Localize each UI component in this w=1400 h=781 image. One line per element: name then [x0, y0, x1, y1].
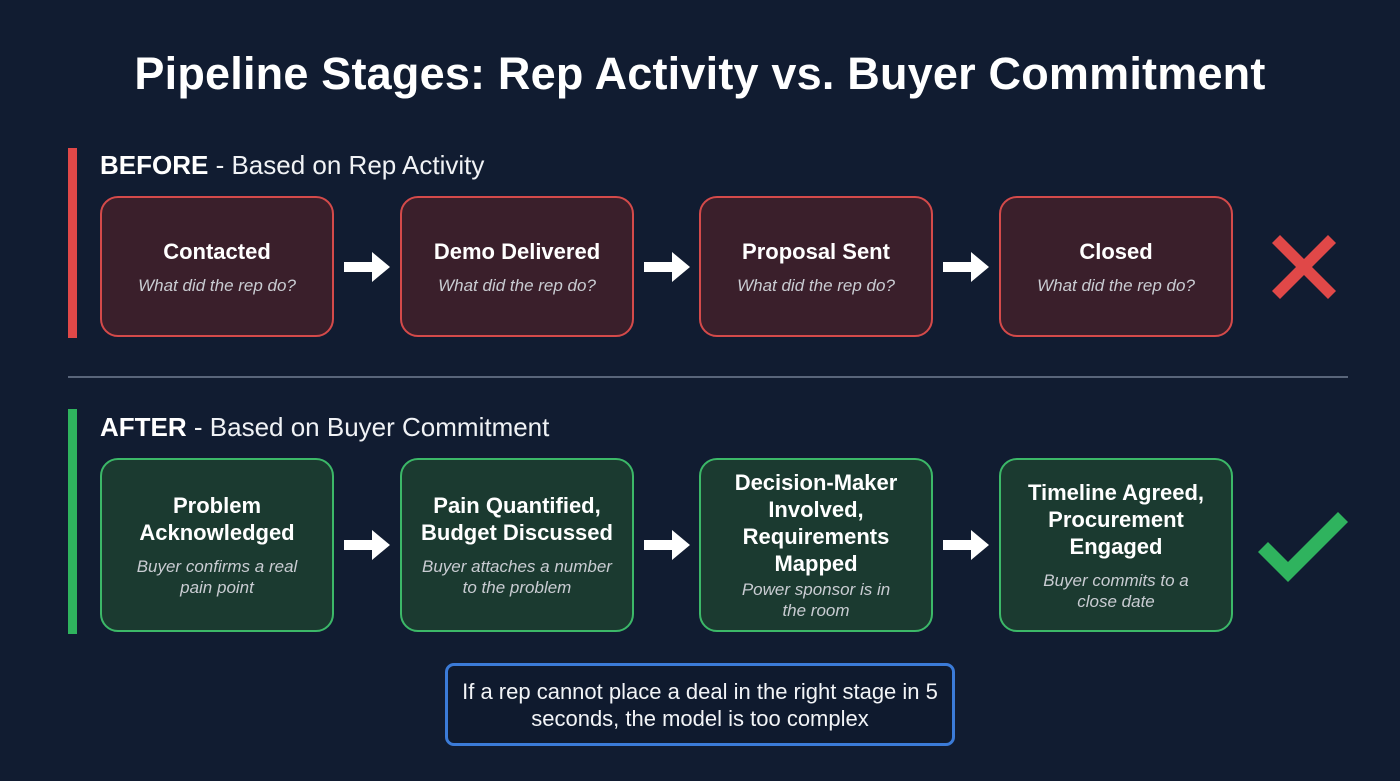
arrow-right-icon [644, 530, 690, 560]
before-accent-bar [68, 148, 77, 338]
after-stage-card: Timeline Agreed, Procurement Engaged Buy… [999, 458, 1233, 632]
stage-subtitle: Buyer commits to a close date [1043, 570, 1189, 611]
stage-subtitle: Buyer confirms a real pain point [136, 557, 298, 597]
after-accent-bar [68, 409, 77, 634]
stage-subtitle: Power sponsor is in the room [741, 580, 891, 620]
stage-title: Demo Delivered [433, 238, 601, 264]
before-label-rest: - Based on Rep Activity [208, 150, 485, 180]
page-title: Pipeline Stages: Rep Activity vs. Buyer … [134, 48, 1266, 99]
before-heading: BEFORE - Based on Rep Activity [100, 150, 484, 181]
stage-subtitle: Buyer attaches a number to the problem [422, 557, 612, 597]
stage-title: Closed [1079, 238, 1153, 264]
after-label-rest: - Based on Buyer Commitment [186, 412, 550, 442]
stage-title: Decision-Maker Involved, Requirements Ma… [734, 470, 898, 576]
section-divider [68, 376, 1348, 378]
callout-box: If a rep cannot place a deal in the righ… [445, 663, 955, 746]
x-mark-icon [1272, 235, 1336, 299]
stage-subtitle: What did the rep do? [737, 275, 895, 295]
before-stage-card: Closed What did the rep do? [999, 196, 1233, 337]
after-stage-card: Pain Quantified, Budget Discussed Buyer … [400, 458, 634, 632]
stage-subtitle: What did the rep do? [1037, 275, 1195, 295]
before-stage-card: Demo Delivered What did the rep do? [400, 196, 634, 337]
stage-subtitle: What did the rep do? [438, 275, 596, 295]
stage-title: Timeline Agreed, Procurement Engaged [1027, 479, 1205, 559]
arrow-right-icon [943, 530, 989, 560]
stage-title: Problem Acknowledged [139, 493, 295, 545]
arrow-right-icon [644, 252, 690, 282]
arrow-right-icon [943, 252, 989, 282]
arrow-right-icon [344, 530, 390, 560]
after-label-bold: AFTER [100, 412, 187, 442]
stage-title: Contacted [163, 238, 271, 264]
stage-title: Proposal Sent [742, 238, 890, 264]
after-stage-card: Decision-Maker Involved, Requirements Ma… [699, 458, 933, 632]
checkmark-icon [1258, 512, 1348, 582]
before-label-bold: BEFORE [100, 150, 209, 180]
after-stage-card: Problem Acknowledged Buyer confirms a re… [100, 458, 334, 632]
stage-subtitle: What did the rep do? [138, 275, 296, 295]
before-stage-card: Contacted What did the rep do? [100, 196, 334, 337]
after-heading: AFTER - Based on Buyer Commitment [100, 412, 549, 443]
arrow-right-icon [344, 252, 390, 282]
callout-text: If a rep cannot place a deal in the righ… [462, 678, 938, 731]
before-stage-card: Proposal Sent What did the rep do? [699, 196, 933, 337]
stage-title: Pain Quantified, Budget Discussed [421, 493, 613, 545]
